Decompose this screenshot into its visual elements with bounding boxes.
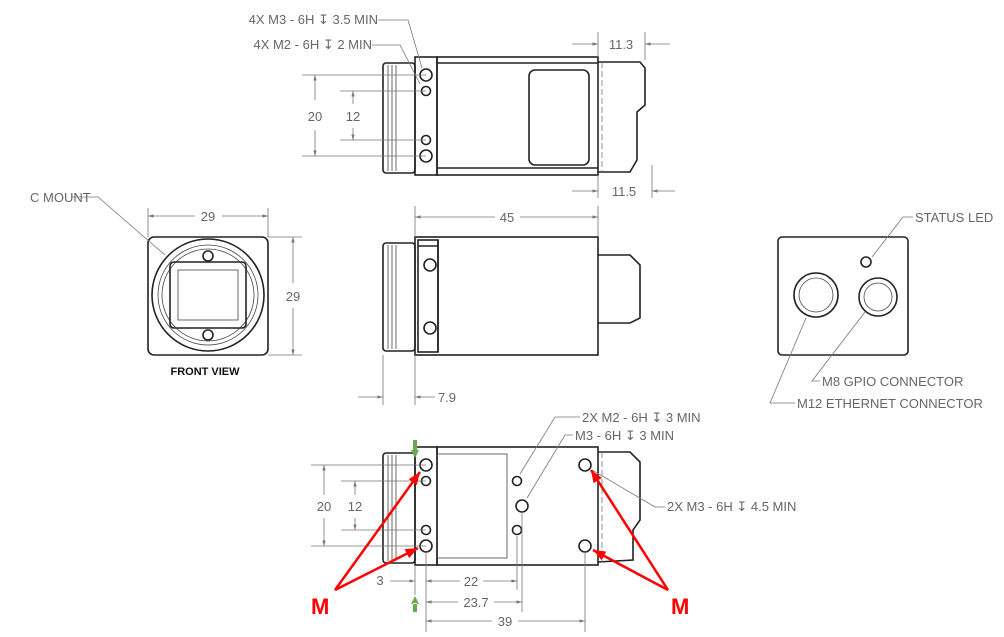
callout-4x-m2: 4X M2 - 6H ↧ 2 MIN xyxy=(253,37,372,52)
dim-39: 39 xyxy=(498,614,512,629)
marker-m-right: M xyxy=(671,594,689,619)
mount-holes xyxy=(419,68,433,163)
callout-m8: M8 GPIO CONNECTOR xyxy=(822,374,963,389)
dim-7-9: 7.9 xyxy=(438,390,456,405)
dim-23-7: 23.7 xyxy=(463,595,488,610)
callout-c-mount: C MOUNT xyxy=(30,190,91,205)
dim-22: 22 xyxy=(464,574,478,589)
dim-45: 45 xyxy=(500,210,514,225)
dim-front-height: 29 xyxy=(286,289,300,304)
callout-2x-m3: 2X M3 - 6H ↧ 4.5 MIN xyxy=(667,499,796,514)
callout-m12: M12 ETHERNET CONNECTOR xyxy=(797,396,983,411)
dim-3: 3 xyxy=(376,573,383,588)
front-view-label: FRONT VIEW xyxy=(170,366,240,378)
dim-12-bottom: 12 xyxy=(348,499,362,514)
label-window xyxy=(528,69,590,166)
dim-11-5: 11.5 xyxy=(612,184,636,199)
callout-m3: M3 - 6H ↧ 3 MIN xyxy=(575,428,674,443)
marker-m-left: M xyxy=(311,594,329,619)
dim-11-3: 11.3 xyxy=(609,37,633,52)
status-led xyxy=(860,256,872,268)
green-arrow-up-icon xyxy=(411,596,419,612)
top-view: 4X M3 - 6H ↧ 3.5 MIN 4X M2 - 6H ↧ 2 MIN … xyxy=(249,12,675,199)
dim-12: 12 xyxy=(346,109,360,124)
green-arrow-down-icon xyxy=(411,440,419,458)
callout-2x-m2: 2X M2 - 6H ↧ 3 MIN xyxy=(582,410,701,425)
m12-connector xyxy=(793,272,839,318)
bottom-view: 2X M2 - 6H ↧ 3 MIN M3 - 6H ↧ 3 MIN 2X M3… xyxy=(311,410,796,632)
back-view: STATUS LED M8 GPIO CONNECTOR M12 ETHERNE… xyxy=(769,210,993,411)
dim-front-width: 29 xyxy=(201,209,215,224)
dim-20: 20 xyxy=(308,109,322,124)
front-view: C MOUNT 29 29 FRONT VIEW xyxy=(30,190,302,378)
m8-connector xyxy=(858,277,898,317)
side-view: 45 7.9 xyxy=(358,206,641,405)
callout-status-led: STATUS LED xyxy=(915,210,993,225)
callout-4x-m3: 4X M3 - 6H ↧ 3.5 MIN xyxy=(249,12,378,27)
dim-20-bottom: 20 xyxy=(317,499,331,514)
annotations: M M xyxy=(311,440,689,619)
